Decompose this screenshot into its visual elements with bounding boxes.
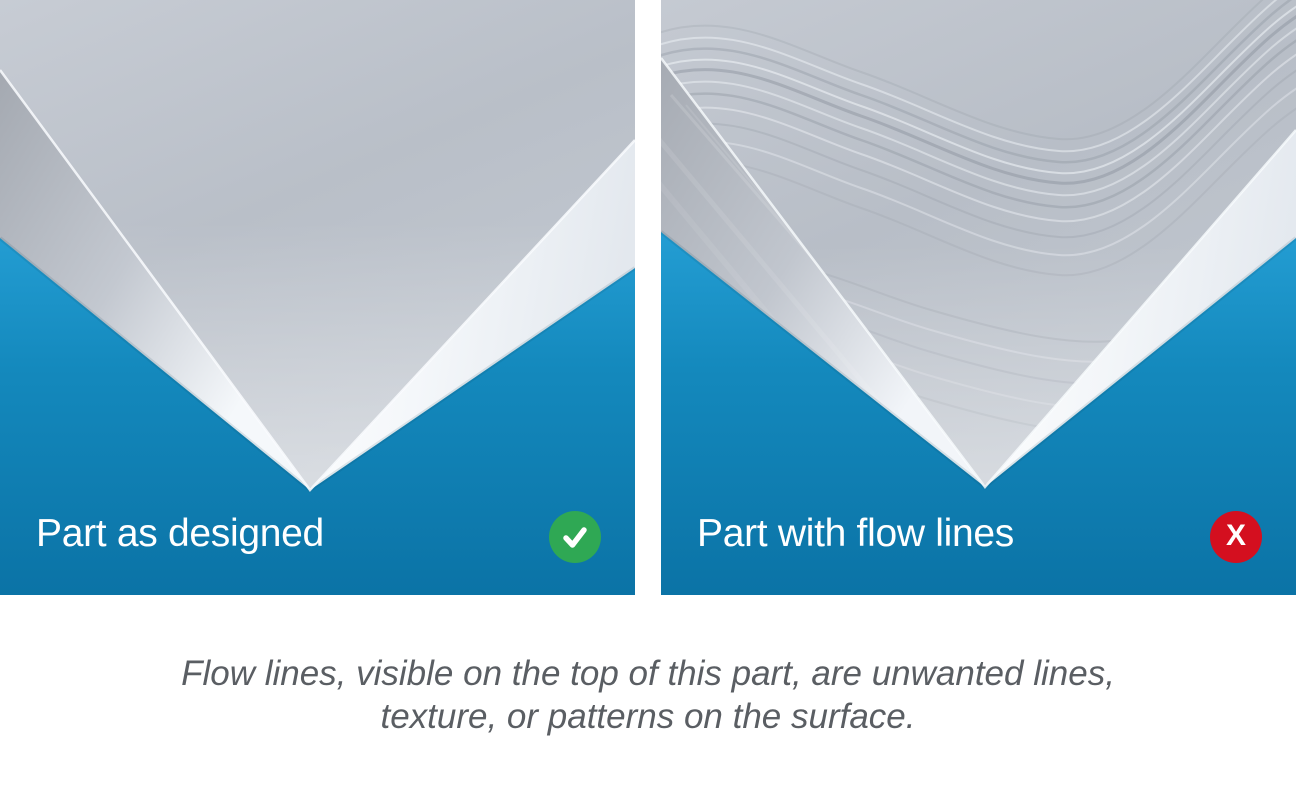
flow-lines-part-3d-render <box>661 0 1296 490</box>
panel-part-as-designed: Part as designed <box>0 0 635 595</box>
caption-line-2: texture, or patterns on the surface. <box>380 697 916 736</box>
status-badge-good <box>549 511 601 563</box>
caption-line-1: Flow lines, visible on the top of this p… <box>181 654 1115 693</box>
status-badge-bad: X <box>1210 511 1262 563</box>
check-icon <box>563 527 587 548</box>
x-icon: X <box>1225 519 1246 552</box>
smooth-part-3d-render <box>0 0 635 493</box>
panel-label: Part with flow lines <box>697 512 1014 555</box>
panel-label: Part as designed <box>36 512 324 555</box>
caption: Flow lines, visible on the top of this p… <box>0 652 1296 738</box>
panel-part-with-flow-lines: Part with flow lines X <box>661 0 1296 595</box>
